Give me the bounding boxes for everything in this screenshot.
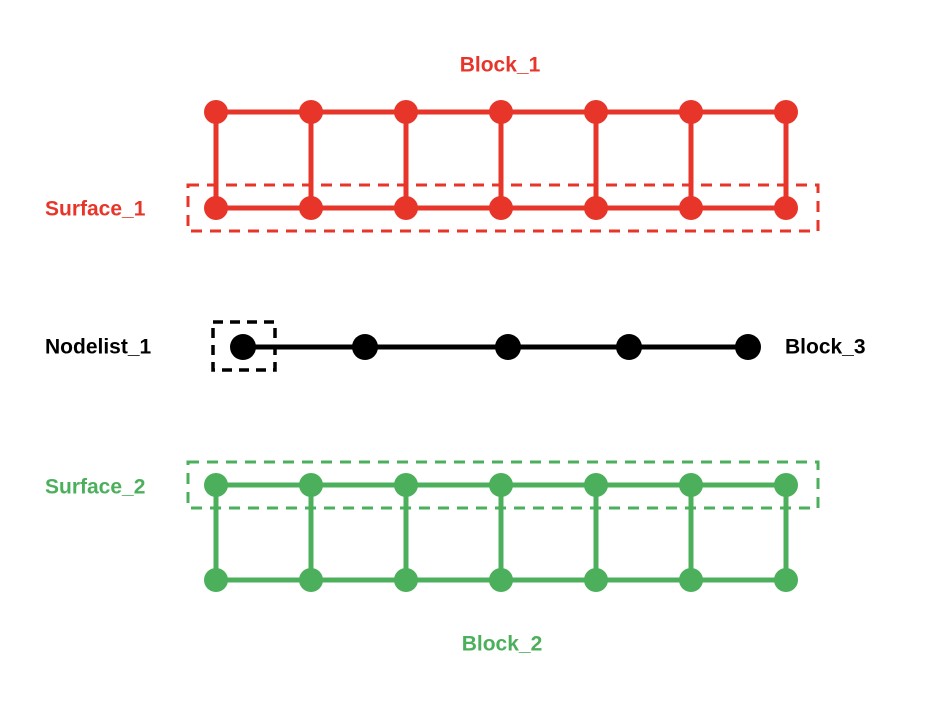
mesh-node [394,196,418,220]
surface-1-highlight-box [186,183,820,233]
mesh-node [495,334,521,360]
mesh-node [204,568,228,592]
nodelist-1-highlight-box [211,320,277,372]
surface-2-highlight-box [186,460,820,510]
mesh-node [394,100,418,124]
mesh-node [584,100,608,124]
mesh-node [679,473,703,497]
mesh-node [299,473,323,497]
mesh-node [204,100,228,124]
block-2-nodes [204,473,798,592]
block-2-edges [213,482,789,583]
mesh-node [584,473,608,497]
mesh-node [489,568,513,592]
block-1-edges [213,109,789,211]
mesh-node [204,473,228,497]
surface-2-label: Surface_2 [45,476,145,499]
mesh-node [584,568,608,592]
block-2-group [186,460,820,592]
mesh-node [394,568,418,592]
mesh-node [204,196,228,220]
mesh-node [774,568,798,592]
mesh-node [230,334,256,360]
mesh-node [489,473,513,497]
mesh-node [679,568,703,592]
mesh-node [774,100,798,124]
nodelist-1-label: Nodelist_1 [45,336,152,359]
mesh-node [299,568,323,592]
mesh-node [489,100,513,124]
mesh-node [774,473,798,497]
block-2-title: Block_2 [462,633,543,656]
mesh-node [616,334,642,360]
block-1-group [186,100,820,233]
mesh-node [679,196,703,220]
mesh-node [299,196,323,220]
mesh-node [735,334,761,360]
block-1-nodes [204,100,798,220]
nodelist-1-group [211,320,761,372]
mesh-node [489,196,513,220]
mesh-node [584,196,608,220]
nodelist-1-nodes [230,334,761,360]
block-3-label: Block_3 [785,336,866,359]
mesh-node [352,334,378,360]
surface-1-label: Surface_1 [45,198,146,221]
block-1-title: Block_1 [460,54,541,77]
mesh-node [774,196,798,220]
mesh-node [299,100,323,124]
mesh-node [679,100,703,124]
mesh-node [394,473,418,497]
